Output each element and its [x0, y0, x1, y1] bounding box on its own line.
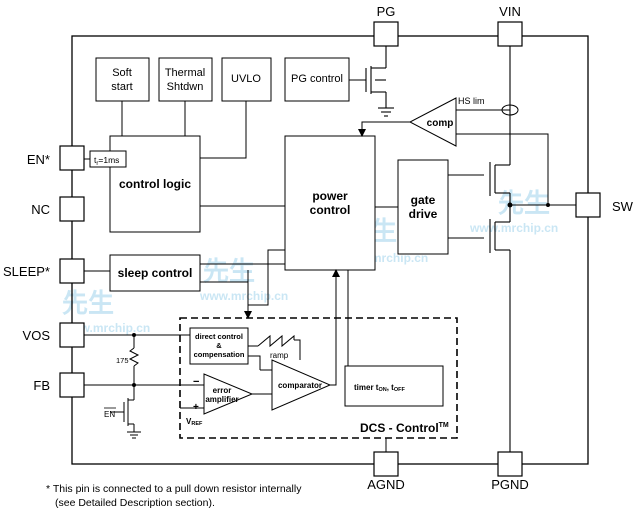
ic-outline — [71, 35, 589, 465]
svg-text:PG control: PG control — [291, 73, 343, 85]
svg-text:VIN: VIN — [499, 4, 521, 19]
svg-text:amplifier: amplifier — [205, 395, 238, 404]
vos-node-dot — [132, 333, 136, 337]
comparator-block: comparator — [271, 359, 332, 411]
pin-en: EN* — [27, 145, 85, 171]
svg-text:tr=1ms: tr=1ms — [94, 155, 119, 167]
svg-text:www.mrchip.cn: www.mrchip.cn — [199, 289, 288, 303]
svg-text:VOS: VOS — [23, 328, 51, 343]
pin-sw: SW — [575, 192, 634, 218]
ramp-symbol: ramp — [257, 334, 295, 360]
fb-node-dot — [132, 383, 136, 387]
svg-text:SW: SW — [612, 199, 634, 214]
svg-text:start: start — [111, 81, 132, 93]
sleep-wires — [84, 263, 285, 283]
svg-text:direct control: direct control — [195, 332, 243, 341]
pg-transistor — [365, 46, 394, 117]
pin-sleep: SLEEP* — [3, 258, 85, 284]
footnote-line-2: (see Detailed Description section). — [55, 497, 215, 509]
error-amplifier-block: error amplifier − + — [193, 373, 254, 415]
gate-drive-block: gate drive — [397, 159, 449, 255]
svg-text:gate: gate — [411, 193, 436, 207]
hs-lim-label: HS lim — [458, 96, 485, 106]
comp-block: comp — [408, 97, 457, 147]
fb-network — [110, 335, 141, 439]
sleep-control-block: sleep control — [109, 254, 201, 292]
svg-text:Thermal: Thermal — [165, 67, 205, 79]
svg-text:Shtdwn: Shtdwn — [167, 81, 204, 93]
pin-nc: NC — [31, 196, 85, 222]
comp-wires — [358, 109, 549, 205]
svg-text:compensation: compensation — [194, 350, 245, 359]
power-stage — [448, 46, 576, 452]
pin-vos: VOS — [23, 322, 85, 348]
svg-text:UVLO: UVLO — [231, 73, 261, 85]
svg-text:PG: PG — [377, 4, 396, 19]
svg-text:AGND: AGND — [367, 477, 405, 492]
footnote-line-1: * This pin is connected to a pull down r… — [46, 483, 302, 495]
pin-agnd: AGND — [367, 451, 405, 492]
svg-text:error: error — [213, 386, 232, 395]
svg-text:control: control — [310, 203, 351, 217]
pin-fb: FB — [33, 372, 85, 398]
svg-text:FB: FB — [33, 378, 50, 393]
thermal-shutdown-block: Thermal Shtdwn — [158, 57, 213, 102]
svg-text:drive: drive — [409, 207, 438, 221]
pg-control-block: PG control — [284, 57, 350, 102]
control-logic-block: control logic — [109, 135, 201, 233]
dcs-wires — [84, 249, 387, 452]
svg-text:EN: EN — [104, 410, 115, 419]
svg-text:&: & — [216, 341, 222, 350]
dcs-control-label: DCS - ControlTM — [360, 421, 449, 435]
timer-block: timer tON, tOFF — [344, 365, 444, 407]
dcs-control-region — [179, 317, 458, 439]
uvlo-block: UVLO — [221, 57, 272, 102]
vref-label: VREF — [186, 417, 203, 427]
svg-text:timer tON, tOFF: timer tON, tOFF — [354, 383, 405, 393]
top-block-wires — [121, 79, 366, 159]
direct-control-block: direct control & compensation — [189, 327, 249, 365]
svg-text:power: power — [312, 189, 348, 203]
svg-text:ramp: ramp — [270, 351, 289, 360]
pin-vin: VIN — [497, 4, 523, 47]
pin-pgnd: PGND — [491, 451, 529, 492]
svg-text:PGND: PGND — [491, 477, 529, 492]
power-control-block: power control — [284, 135, 376, 271]
sw-dot-2 — [546, 203, 550, 207]
soft-start-block: Soft start — [95, 57, 150, 102]
svg-text:NC: NC — [31, 202, 50, 217]
pin-pg: PG — [373, 4, 399, 47]
svg-text:−: − — [193, 376, 199, 388]
resistor-label: 175 — [116, 356, 129, 365]
svg-text:www.mrchip.cn: www.mrchip.cn — [469, 221, 558, 235]
svg-text:comp: comp — [427, 118, 454, 129]
svg-text:comparator: comparator — [278, 381, 322, 390]
sw-node-dot — [507, 202, 513, 208]
svg-text:Soft: Soft — [112, 67, 132, 79]
tr-box: tr=1ms — [89, 150, 127, 168]
svg-text:EN*: EN* — [27, 152, 50, 167]
svg-text:control logic: control logic — [119, 177, 191, 191]
svg-text:sleep control: sleep control — [118, 266, 193, 280]
en-bar-label: EN — [104, 407, 116, 419]
svg-text:SLEEP*: SLEEP* — [3, 264, 50, 279]
svg-text:先生: 先生 — [62, 288, 114, 318]
svg-text:先生: 先生 — [203, 256, 255, 286]
